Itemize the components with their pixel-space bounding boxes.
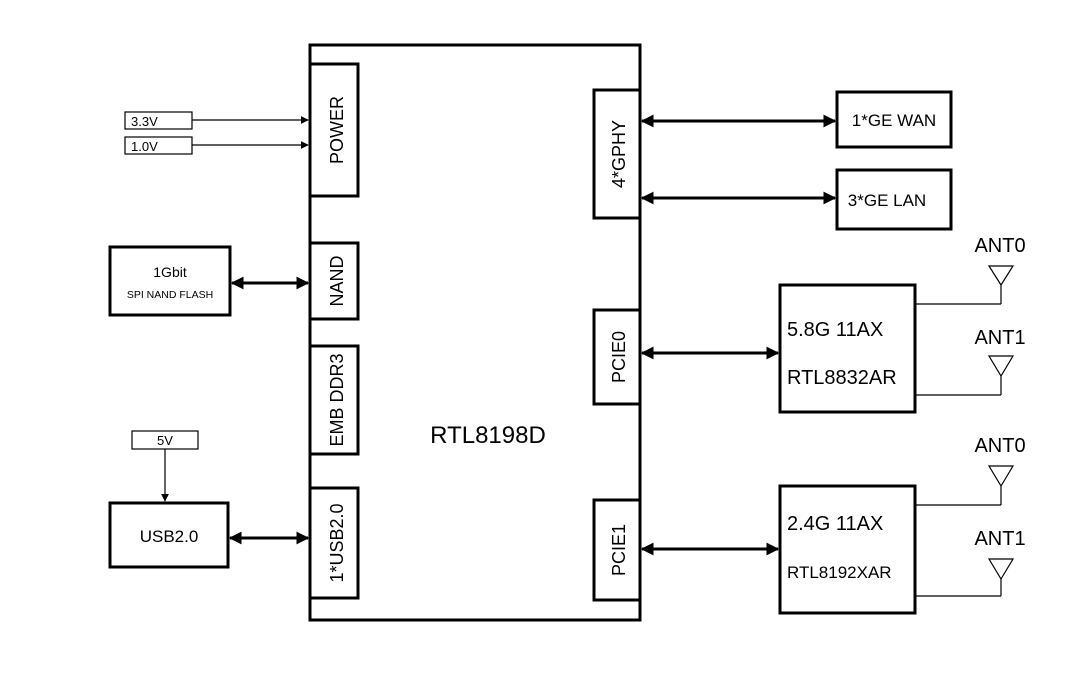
input-1v0-label: 1.0V (131, 139, 158, 154)
wifi-5g-band: 5.8G 11AX (787, 319, 883, 341)
pcie0-port: PCIE0 (592, 308, 642, 406)
wifi-5g-chip: 5.8G 11AX RTL8832AR (778, 283, 917, 414)
nand-port: NAND (308, 241, 360, 321)
pcie1-port-label: PCIE1 (609, 524, 629, 576)
pcie0-port-label: PCIE0 (609, 331, 629, 383)
wifi-5g-ant0: ANT0 (915, 235, 1026, 305)
ddr3-port: EMB DDR3 (308, 344, 360, 456)
usb-port: 1*USB2.0 (308, 486, 360, 600)
soc-label: RTL8198D (430, 422, 546, 449)
soc-box (308, 43, 642, 622)
usb-port-label: 1*USB2.0 (327, 503, 347, 582)
ge-lan-box: 3*GE LAN (835, 168, 953, 231)
ddr3-port-label: EMB DDR3 (327, 353, 347, 446)
wifi-24g-ant1: ANT1 (915, 528, 1026, 597)
usb-device: USB2.0 (108, 501, 230, 569)
wifi-24g-model: RTL8192XAR (787, 563, 892, 582)
nand-flash-type: SPI NAND FLASH (127, 289, 213, 301)
usb-device-label: USB2.0 (140, 527, 199, 546)
wifi-5g-model: RTL8832AR (787, 367, 897, 389)
gphy-port-label: 4*GPHY (609, 120, 629, 188)
wifi-5g-ant1: ANT1 (915, 327, 1026, 396)
wifi-24g-ant0: ANT0 (915, 435, 1026, 506)
gphy-port: 4*GPHY (592, 88, 642, 220)
wifi-24g-ant1-label: ANT1 (974, 528, 1025, 550)
power-port-label: POWER (327, 96, 347, 164)
nand-flash-size: 1Gbit (153, 264, 187, 280)
nand-port-label: NAND (327, 255, 347, 306)
nand-flash-chip: 1Gbit SPI NAND FLASH (108, 245, 232, 317)
input-5v-label: 5V (157, 433, 173, 448)
ge-wan-box: 1*GE WAN (835, 90, 953, 149)
wifi-24g-chip: 2.4G 11AX RTL8192XAR (778, 484, 917, 615)
input-1v0: 1.0V (124, 136, 309, 155)
input-3v3: 3.3V (124, 111, 309, 130)
wifi-24g-ant0-label: ANT0 (974, 435, 1025, 457)
input-3v3-label: 3.3V (131, 114, 158, 129)
power-port: POWER (308, 62, 360, 198)
input-5v: 5V (131, 430, 199, 502)
wifi-5g-ant0-label: ANT0 (974, 235, 1025, 257)
wifi-5g-ant1-label: ANT1 (974, 327, 1025, 349)
wifi-24g-band: 2.4G 11AX (787, 513, 883, 535)
ge-lan-label: 3*GE LAN (848, 191, 926, 210)
ge-wan-label: 1*GE WAN (852, 111, 936, 130)
pcie1-port: PCIE1 (592, 498, 642, 602)
